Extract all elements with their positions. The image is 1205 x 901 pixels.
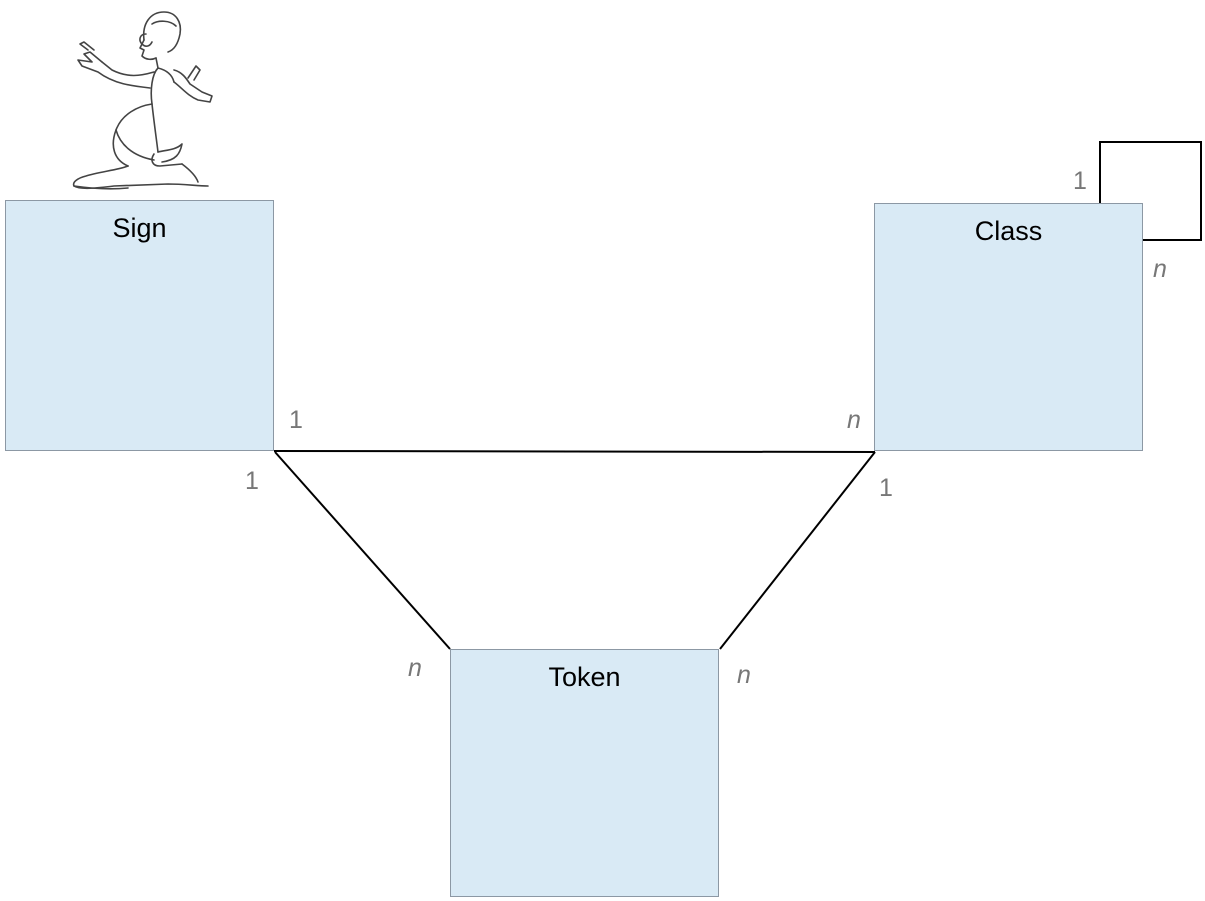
- seated-scribe-hieroglyph-icon: [72, 11, 213, 190]
- cardinality-class-self-top: 1: [1073, 167, 1087, 195]
- cardinality-sign-token-token-end: n: [408, 654, 422, 682]
- class-token-connector: [719, 451, 876, 650]
- token-entity: Token: [450, 649, 719, 897]
- cardinality-sign-class-sign-end: 1: [289, 406, 303, 434]
- cardinality-sign-token-sign-end: 1: [245, 467, 259, 495]
- sign-token-connector: [274, 451, 451, 650]
- sign-class-connector: [273, 450, 876, 453]
- token-entity-title: Token: [548, 662, 621, 692]
- cardinality-class-token-class-end: 1: [879, 474, 893, 502]
- sign-entity: Sign: [5, 200, 274, 451]
- cardinality-class-self-side: n: [1153, 255, 1167, 283]
- class-entity: Class: [874, 203, 1143, 451]
- class-entity-title: Class: [974, 216, 1043, 246]
- sign-entity-title: Sign: [112, 213, 167, 243]
- cardinality-class-token-token-end: n: [737, 661, 751, 689]
- class-self-loop-connector: [1099, 141, 1202, 241]
- cardinality-sign-class-class-end: n: [847, 406, 861, 434]
